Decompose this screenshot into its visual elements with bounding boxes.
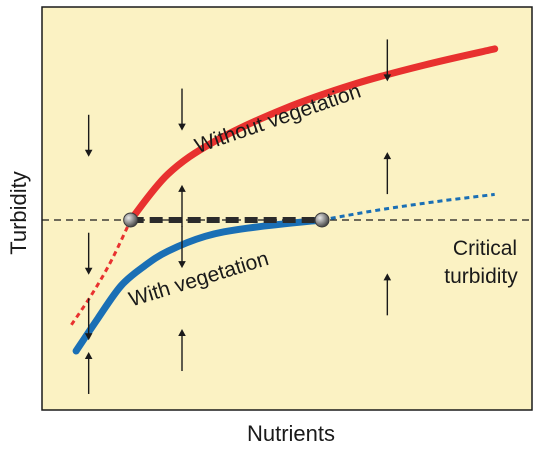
series-without-vegetation-dashed: [70, 219, 133, 326]
x-axis-label: Nutrients: [247, 421, 335, 446]
series-with-vegetation-dashed: [321, 192, 495, 222]
equilibrium-point-1: [123, 212, 139, 228]
arrow-down-2: [178, 88, 186, 131]
critical-turbidity-label-line2: turbidity: [444, 265, 518, 288]
arrow-down-7: [178, 226, 186, 269]
arrow-down-8: [84, 298, 93, 341]
series-without-vegetation-solid: [127, 45, 499, 224]
series-with-vegetation-solid: [72, 216, 326, 355]
arrow-down-3: [383, 39, 392, 82]
y-axis-label: Turbidity: [6, 171, 31, 255]
arrow-down-1: [84, 114, 93, 157]
critical-turbidity-label-line1: Critical: [453, 237, 517, 260]
arrow-up-5: [383, 152, 392, 195]
arrow-up-10: [178, 329, 186, 372]
arrow-down-6: [84, 232, 93, 275]
plot-area: [42, 7, 532, 410]
arrow-up-9: [383, 273, 392, 316]
arrow-up-11: [84, 351, 93, 394]
plot-frame: [41, 6, 533, 411]
equilibrium-point-2: [314, 212, 330, 228]
arrow-up-4: [178, 184, 186, 227]
